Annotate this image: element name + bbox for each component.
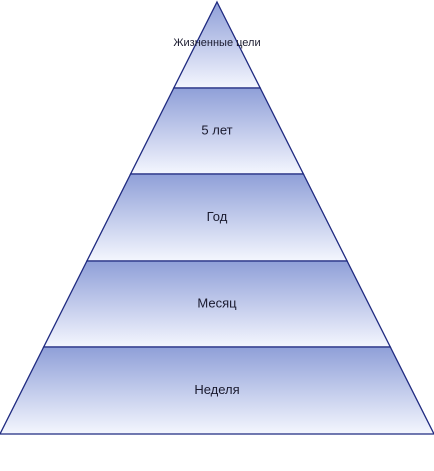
pyramid-tier-label-1: Жизненные цели [173, 37, 260, 49]
pyramid-tier-label-2: 5 лет [201, 122, 232, 137]
pyramid-tier-5 [0, 346, 434, 435]
pyramid-tier-label-4: Месяц [197, 295, 237, 310]
pyramid-tier-label-3: Год [207, 209, 228, 224]
pyramid-tier-label-5: Неделя [194, 382, 239, 397]
